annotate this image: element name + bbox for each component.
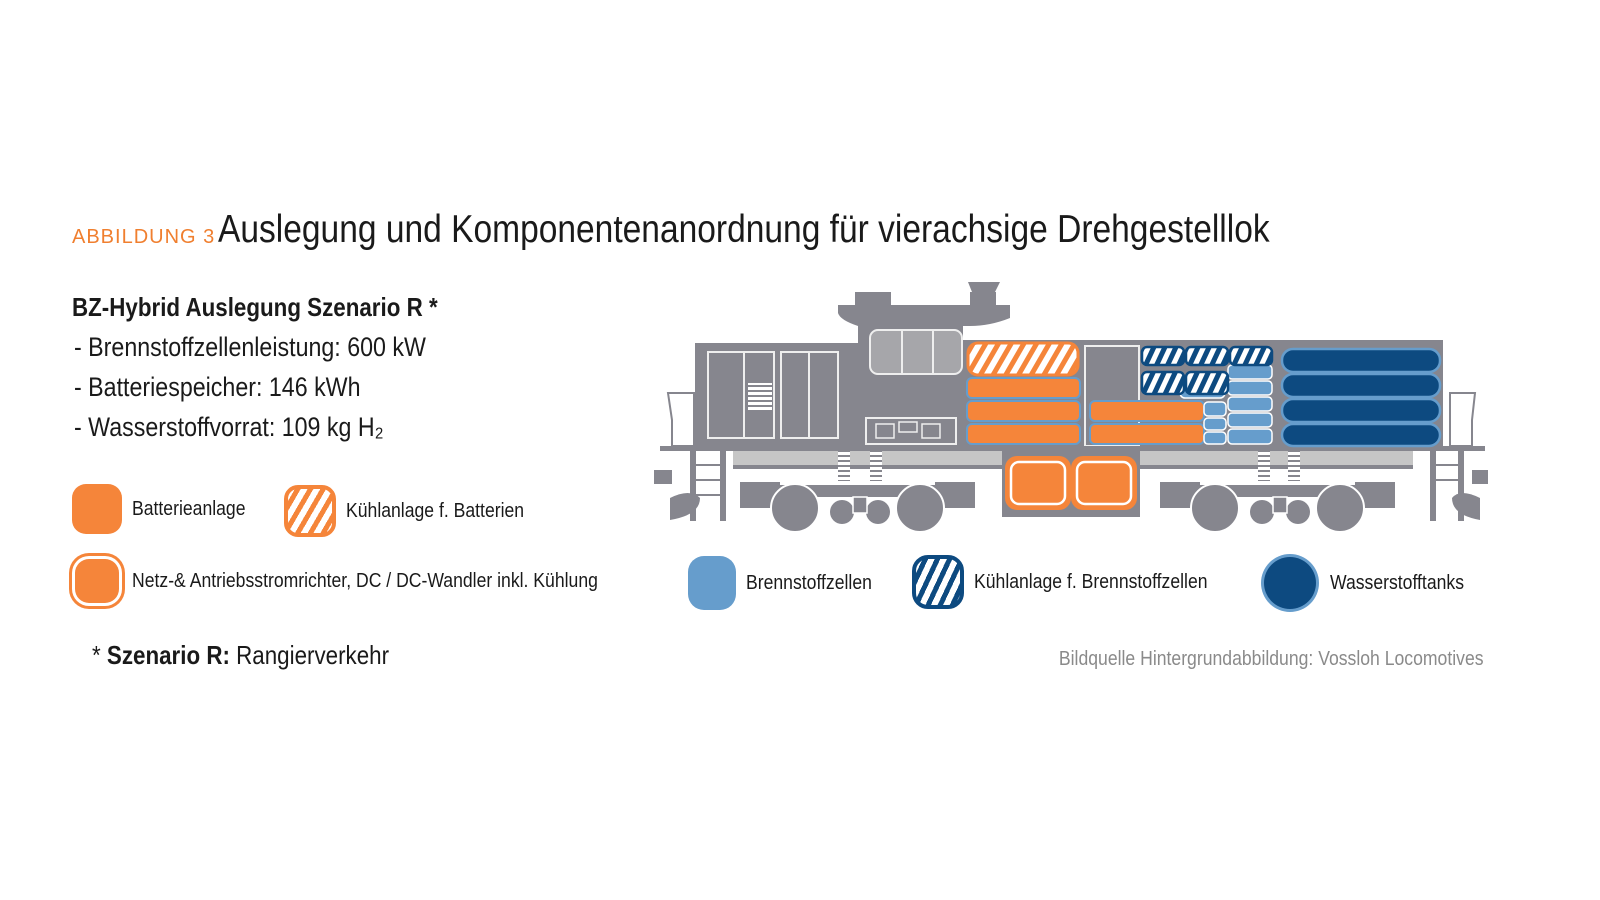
battery-cooling-unit: [966, 341, 1080, 377]
image-source-credit: Bildquelle Hintergrundabbildung: Vossloh…: [1059, 648, 1484, 670]
spec-hydrogen-supply: - Wasserstoffvorrat: 109 kg H₂: [74, 412, 384, 442]
fuel-cell-cooling-hatched-swatch-icon: [912, 555, 964, 609]
legend-item-fuel-cell-cooling: Kühlanlage f. Brennstoffzellen: [912, 555, 1239, 609]
figure-title: Auslegung und Komponentenanordnung für v…: [218, 208, 1270, 251]
converter-outlined-swatch-icon: [75, 559, 119, 603]
fuel-cell-swatch-icon: [688, 556, 736, 610]
footnote-term: Szenario R:: [106, 640, 230, 670]
legend-label: Brennstoffzellen: [746, 571, 872, 594]
spec-fuel-cell-power: - Brennstoffzellenleistung: 600 kW: [74, 332, 426, 362]
legend-item-battery: Batterieanlage: [72, 484, 261, 534]
spec-battery-storage: - Batteriespeicher: 146 kWh: [74, 372, 361, 402]
front-bogie: [740, 451, 975, 532]
legend-label: Kühlanlage f. Brennstoffzellen: [974, 570, 1208, 593]
legend-label: Kühlanlage f. Batterien: [346, 499, 525, 522]
legend-label: Netz-& Antriebsstromrichter, DC / DC-Wan…: [132, 569, 598, 592]
hydrogen-tank-swatch-icon: [1264, 557, 1316, 609]
legend-item-converter: Netz-& Antriebsstromrichter, DC / DC-Wan…: [72, 556, 661, 606]
battery-cooling-hatched-swatch-icon: [284, 485, 336, 537]
legend-item-hydrogen-tank: Wasserstofftanks: [1264, 557, 1482, 609]
legend-label: Batterieanlage: [132, 497, 246, 520]
fuel-cell-cooling-units: [1140, 345, 1274, 396]
battery-swatch-icon: [72, 484, 122, 534]
legend-item-battery-cooling: Kühlanlage f. Batterien: [284, 485, 548, 537]
converter-unit: [1002, 447, 1140, 517]
legend-item-fuel-cell: Brennstoffzellen: [688, 556, 889, 610]
hydrogen-tanks: [1280, 347, 1442, 448]
footnote-marker: *: [92, 640, 101, 670]
footnote: * Szenario R: Rangierverkehr: [92, 640, 389, 671]
rear-bogie: [1160, 451, 1395, 532]
figure-label: ABBILDUNG 3: [72, 226, 216, 248]
spec-heading: BZ-Hybrid Auslegung Szenario R *: [72, 292, 438, 322]
footnote-text: Rangierverkehr: [229, 640, 390, 670]
locomotive-diagram: [654, 282, 1488, 532]
battery-packs: [966, 377, 1205, 445]
legend-label: Wasserstofftanks: [1330, 571, 1465, 594]
